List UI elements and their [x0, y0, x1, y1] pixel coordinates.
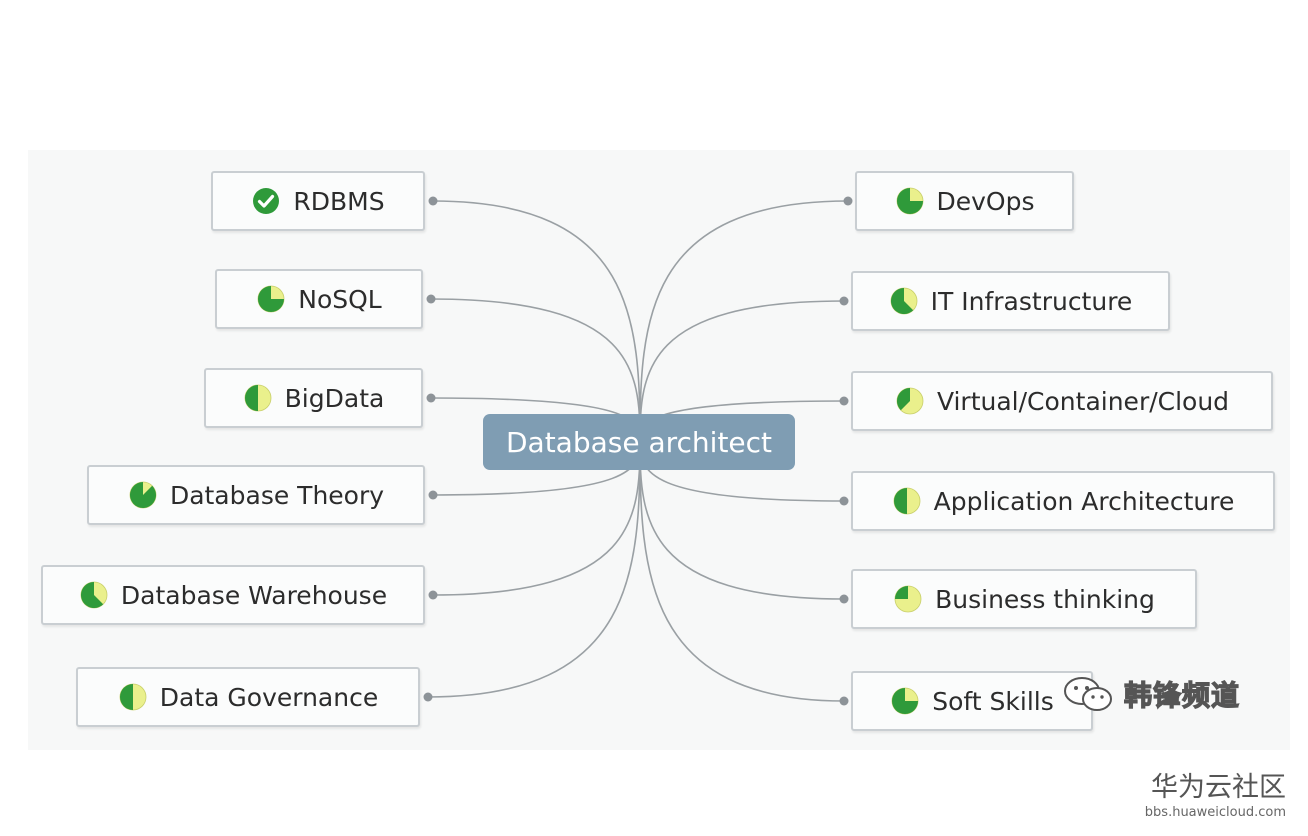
node-it-infrastructure[interactable]: IT Infrastructure: [851, 271, 1170, 331]
node-label: BigData: [284, 383, 385, 413]
connector-line: [427, 441, 641, 698]
progress-pie-icon: [893, 584, 923, 614]
progress-pie-icon: [243, 383, 273, 413]
central-topic-label: Database architect: [505, 425, 773, 459]
node-label: Application Architecture: [933, 486, 1235, 516]
central-topic[interactable]: Database architect: [483, 414, 795, 470]
progress-pie-icon: [889, 286, 919, 316]
wechat-icon: [1064, 677, 1112, 711]
node-data-governance[interactable]: Data Governance: [76, 667, 420, 727]
progress-pie-icon: [895, 186, 925, 216]
node-label: Virtual/Container/Cloud: [936, 386, 1230, 416]
connector-dot: [423, 692, 433, 702]
node-label: NoSQL: [298, 284, 382, 314]
node-nosql[interactable]: NoSQL: [215, 269, 423, 329]
node-database-warehouse[interactable]: Database Warehouse: [41, 565, 425, 625]
connector-dot: [843, 196, 853, 206]
node-database-theory[interactable]: Database Theory: [87, 465, 425, 525]
connector-line: [430, 298, 641, 443]
site-credit: 华为云社区 bbs.huaweicloud.com: [1145, 772, 1286, 822]
connector-dot: [426, 294, 436, 304]
node-business-thinking[interactable]: Business thinking: [851, 569, 1197, 629]
node-label: Soft Skills: [932, 686, 1054, 716]
connector-dot: [426, 393, 436, 403]
progress-pie-icon: [890, 686, 920, 716]
connector-dot: [839, 496, 849, 506]
node-label: Data Governance: [159, 682, 379, 712]
node-label: DevOps: [936, 186, 1035, 216]
connector-dot: [428, 490, 438, 500]
progress-pie-icon: [895, 386, 925, 416]
progress-pie-icon: [892, 486, 922, 516]
node-rdbms[interactable]: RDBMS: [211, 171, 425, 231]
progress-pie-icon: [79, 580, 109, 610]
connector-dot: [428, 196, 438, 206]
node-label: Database Warehouse: [120, 580, 388, 610]
site-name: 华为云社区: [1151, 772, 1286, 803]
progress-pie-icon: [128, 480, 158, 510]
node-label: Business thinking: [935, 584, 1155, 614]
node-label: Database Theory: [169, 480, 385, 510]
watermark: 韩锋频道: [1062, 672, 1240, 716]
connector-line: [432, 200, 641, 443]
site-url: bbs.huaweicloud.com: [1144, 805, 1286, 820]
node-label: IT Infrastructure: [930, 286, 1133, 316]
node-label: RDBMS: [293, 186, 385, 216]
check-circle-icon: [251, 186, 281, 216]
node-bigdata[interactable]: BigData: [204, 368, 423, 428]
connector-dot: [839, 594, 849, 604]
node-devops[interactable]: DevOps: [855, 171, 1074, 231]
watermark-text: 韩锋频道: [1123, 678, 1241, 712]
connector-dot: [839, 696, 849, 706]
connector-dot: [839, 296, 849, 306]
progress-pie-icon: [256, 284, 286, 314]
connector-dot: [428, 590, 438, 600]
node-application-architecture[interactable]: Application Architecture: [851, 471, 1275, 531]
node-soft-skills[interactable]: Soft Skills: [851, 671, 1093, 731]
connector-line: [639, 200, 849, 443]
node-virtual-container-cloud[interactable]: Virtual/Container/Cloud: [851, 371, 1273, 431]
connector-line: [639, 441, 845, 702]
connector-dot: [839, 396, 849, 406]
progress-pie-icon: [118, 682, 148, 712]
